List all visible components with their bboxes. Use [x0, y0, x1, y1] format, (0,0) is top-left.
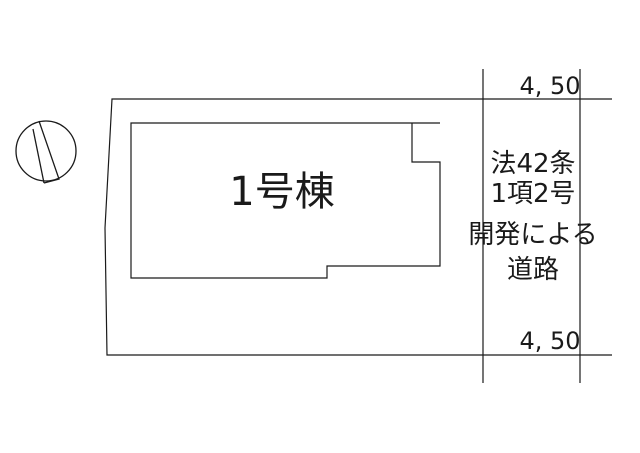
site-boundary [104, 98, 483, 356]
north-arrow-icon [15, 120, 77, 184]
road-width-bottom-label: 4, 50 [519, 327, 580, 355]
building-label: 1号棟 [229, 169, 334, 215]
road-description-line-1: 法42条 [490, 149, 575, 179]
road-description-line-4: 道路 [507, 255, 559, 285]
road-width-top-label: 4, 50 [519, 72, 580, 100]
road-description-line-3: 開発による [468, 220, 597, 250]
road-description-line-2: 1項2号 [490, 179, 575, 209]
road-description: 法42条 1項2号 開発による 道路 [468, 149, 597, 285]
building-footprint [130, 122, 441, 279]
